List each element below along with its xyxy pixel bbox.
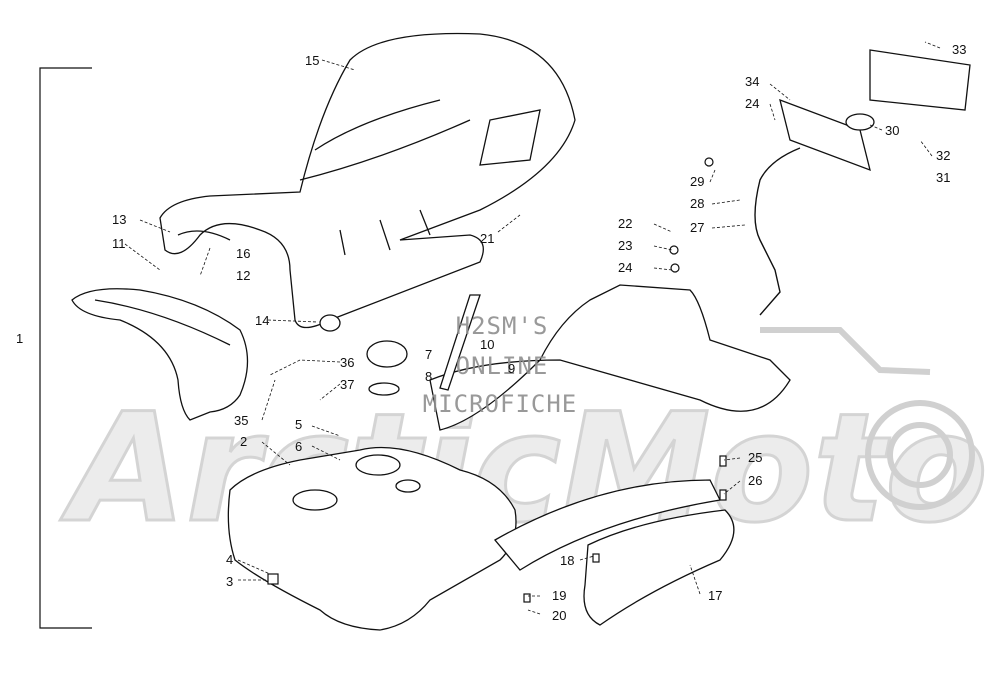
callout-25: 25 <box>748 450 763 465</box>
taillight-wire <box>754 147 801 316</box>
callout-5: 5 <box>295 417 303 432</box>
seat-decal <box>479 109 541 166</box>
callout-22: 22 <box>618 216 633 231</box>
watermark-text-3: MICROFICHE <box>422 390 578 418</box>
callout-33: 33 <box>952 42 967 57</box>
callout-11: 11 <box>112 236 126 251</box>
callout-15: 15 <box>305 53 320 68</box>
callout-21: 21 <box>480 231 495 246</box>
fuel-gauge <box>439 294 481 391</box>
tunnel <box>429 284 791 431</box>
callout-8: 8 <box>425 369 433 384</box>
callout-28: 28 <box>690 196 705 211</box>
callout-24-upper: 24 <box>745 96 760 111</box>
callout-23: 23 <box>618 238 633 253</box>
callout-9: 9 <box>508 361 516 376</box>
callout-32: 32 <box>936 148 951 163</box>
watermark-text-1: H2SM'S <box>455 312 549 340</box>
callout-31: 31 <box>936 170 951 185</box>
callout-3: 3 <box>226 574 234 589</box>
callout-16: 16 <box>236 246 251 261</box>
callout-26: 26 <box>748 473 763 488</box>
callout-17: 17 <box>708 588 723 603</box>
rear-cowl <box>71 288 249 421</box>
callout-1: 1 <box>16 331 24 346</box>
callout-34: 34 <box>745 74 760 89</box>
callout-19: 19 <box>552 588 567 603</box>
callout-2: 2 <box>240 434 248 449</box>
callout-13: 13 <box>112 212 127 227</box>
gasket <box>368 382 400 396</box>
seat-plug <box>319 314 341 332</box>
taillight-housing <box>869 49 971 111</box>
watermark-text-2: ONLINE <box>455 352 549 380</box>
assembly-bracket <box>39 67 92 629</box>
callout-14: 14 <box>255 313 270 328</box>
callout-29: 29 <box>690 174 705 189</box>
callout-18: 18 <box>560 553 575 568</box>
callout-37: 37 <box>340 377 355 392</box>
side-panel <box>583 509 735 626</box>
callout-6: 6 <box>295 439 303 454</box>
callout-12: 12 <box>236 268 251 283</box>
callout-27: 27 <box>690 220 705 235</box>
callout-10: 10 <box>480 337 495 352</box>
callout-4: 4 <box>226 552 234 567</box>
callout-30: 30 <box>885 123 900 138</box>
callout-24-lower: 24 <box>618 260 633 275</box>
fuel-cap <box>366 340 408 368</box>
callout-7: 7 <box>425 347 433 362</box>
callout-36: 36 <box>340 355 355 370</box>
callout-20: 20 <box>552 608 567 623</box>
seat <box>159 32 576 329</box>
callout-35: 35 <box>234 413 249 428</box>
